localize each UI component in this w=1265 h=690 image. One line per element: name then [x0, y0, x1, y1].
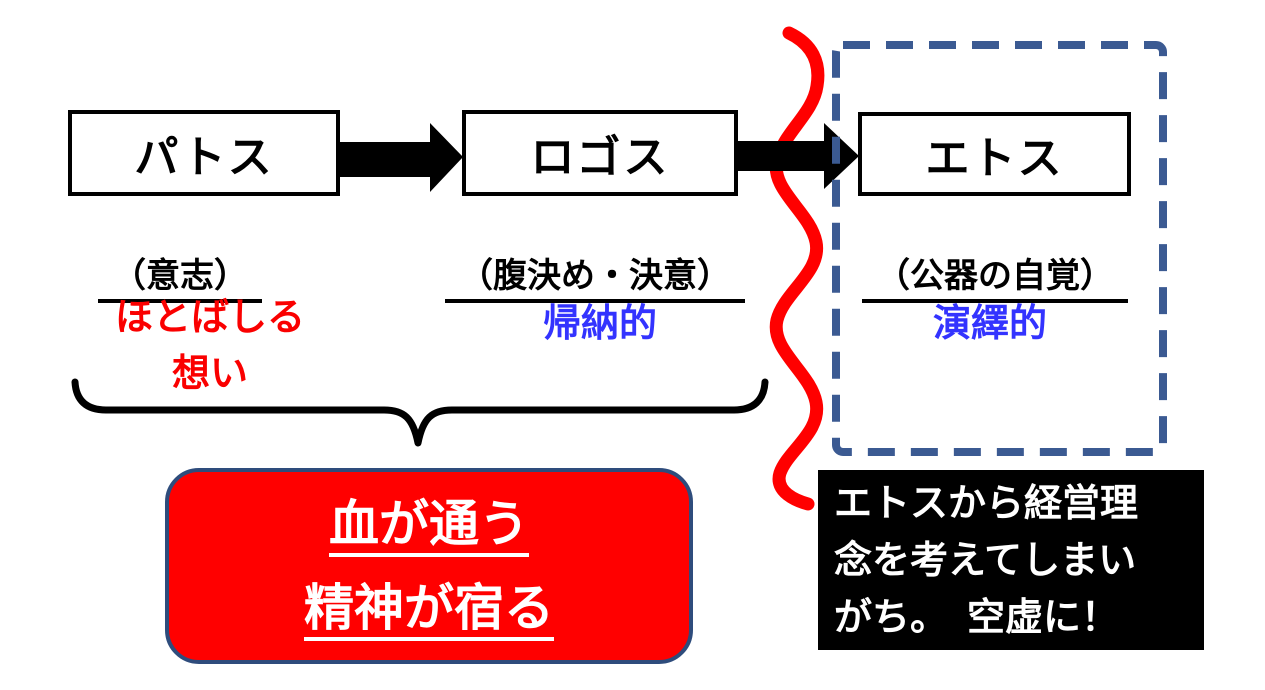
note-pathos-line2: 想い: [171, 353, 248, 395]
underbrace-icon: [71, 378, 769, 447]
stage-box-logos: ロゴス: [462, 110, 738, 196]
note-ethos-line1: 演繹的: [932, 303, 1047, 345]
sub-label-ethos-text: （公器の自覚）: [862, 248, 1128, 303]
red-callout-line1: 血が通う: [329, 496, 529, 552]
sub-label-logos-text: （腹決め・決意）: [445, 248, 745, 303]
red-callout-box: 血が通う 精神が宿る: [165, 468, 693, 664]
stage-box-ethos: エトス: [858, 112, 1131, 196]
red-callout-line2: 精神が宿る: [304, 580, 554, 636]
warning-box-line1: エトスから経営理: [834, 483, 1139, 525]
note-pathos-line1: ほとばしる: [114, 297, 305, 339]
ethos-dashed-frame: [832, 41, 1167, 456]
sub-label-pathos: （意志）: [40, 248, 320, 303]
stage-box-pathos: パトス: [68, 110, 340, 196]
arrow-pathos-to-logos-icon: [332, 123, 463, 192]
note-logos-line1: 帰納的: [542, 303, 657, 345]
sub-label-logos: （腹決め・決意）: [440, 248, 750, 303]
stage-box-ethos-label: エトス: [925, 134, 1064, 183]
sub-label-ethos: （公器の自覚）: [850, 248, 1140, 303]
arrow-logos-to-ethos-icon: [730, 123, 859, 189]
note-pathos: ほとばしる 想い: [90, 290, 330, 402]
warning-box: エトスから経営理 念を考えてしまい がち。 空虚に！: [818, 470, 1204, 650]
warning-box-line2: 念を考えてしまい: [834, 540, 1137, 582]
note-ethos: 演繹的: [870, 296, 1110, 352]
stage-box-logos-label: ロゴス: [530, 133, 670, 182]
warning-box-line3: がち。 空虚に！: [834, 597, 1120, 639]
stage-box-pathos-label: パトス: [134, 133, 274, 182]
note-logos: 帰納的: [480, 296, 720, 352]
red-squiggle-divider-icon: [769, 26, 825, 511]
sub-label-pathos-text: （意志）: [98, 248, 262, 303]
